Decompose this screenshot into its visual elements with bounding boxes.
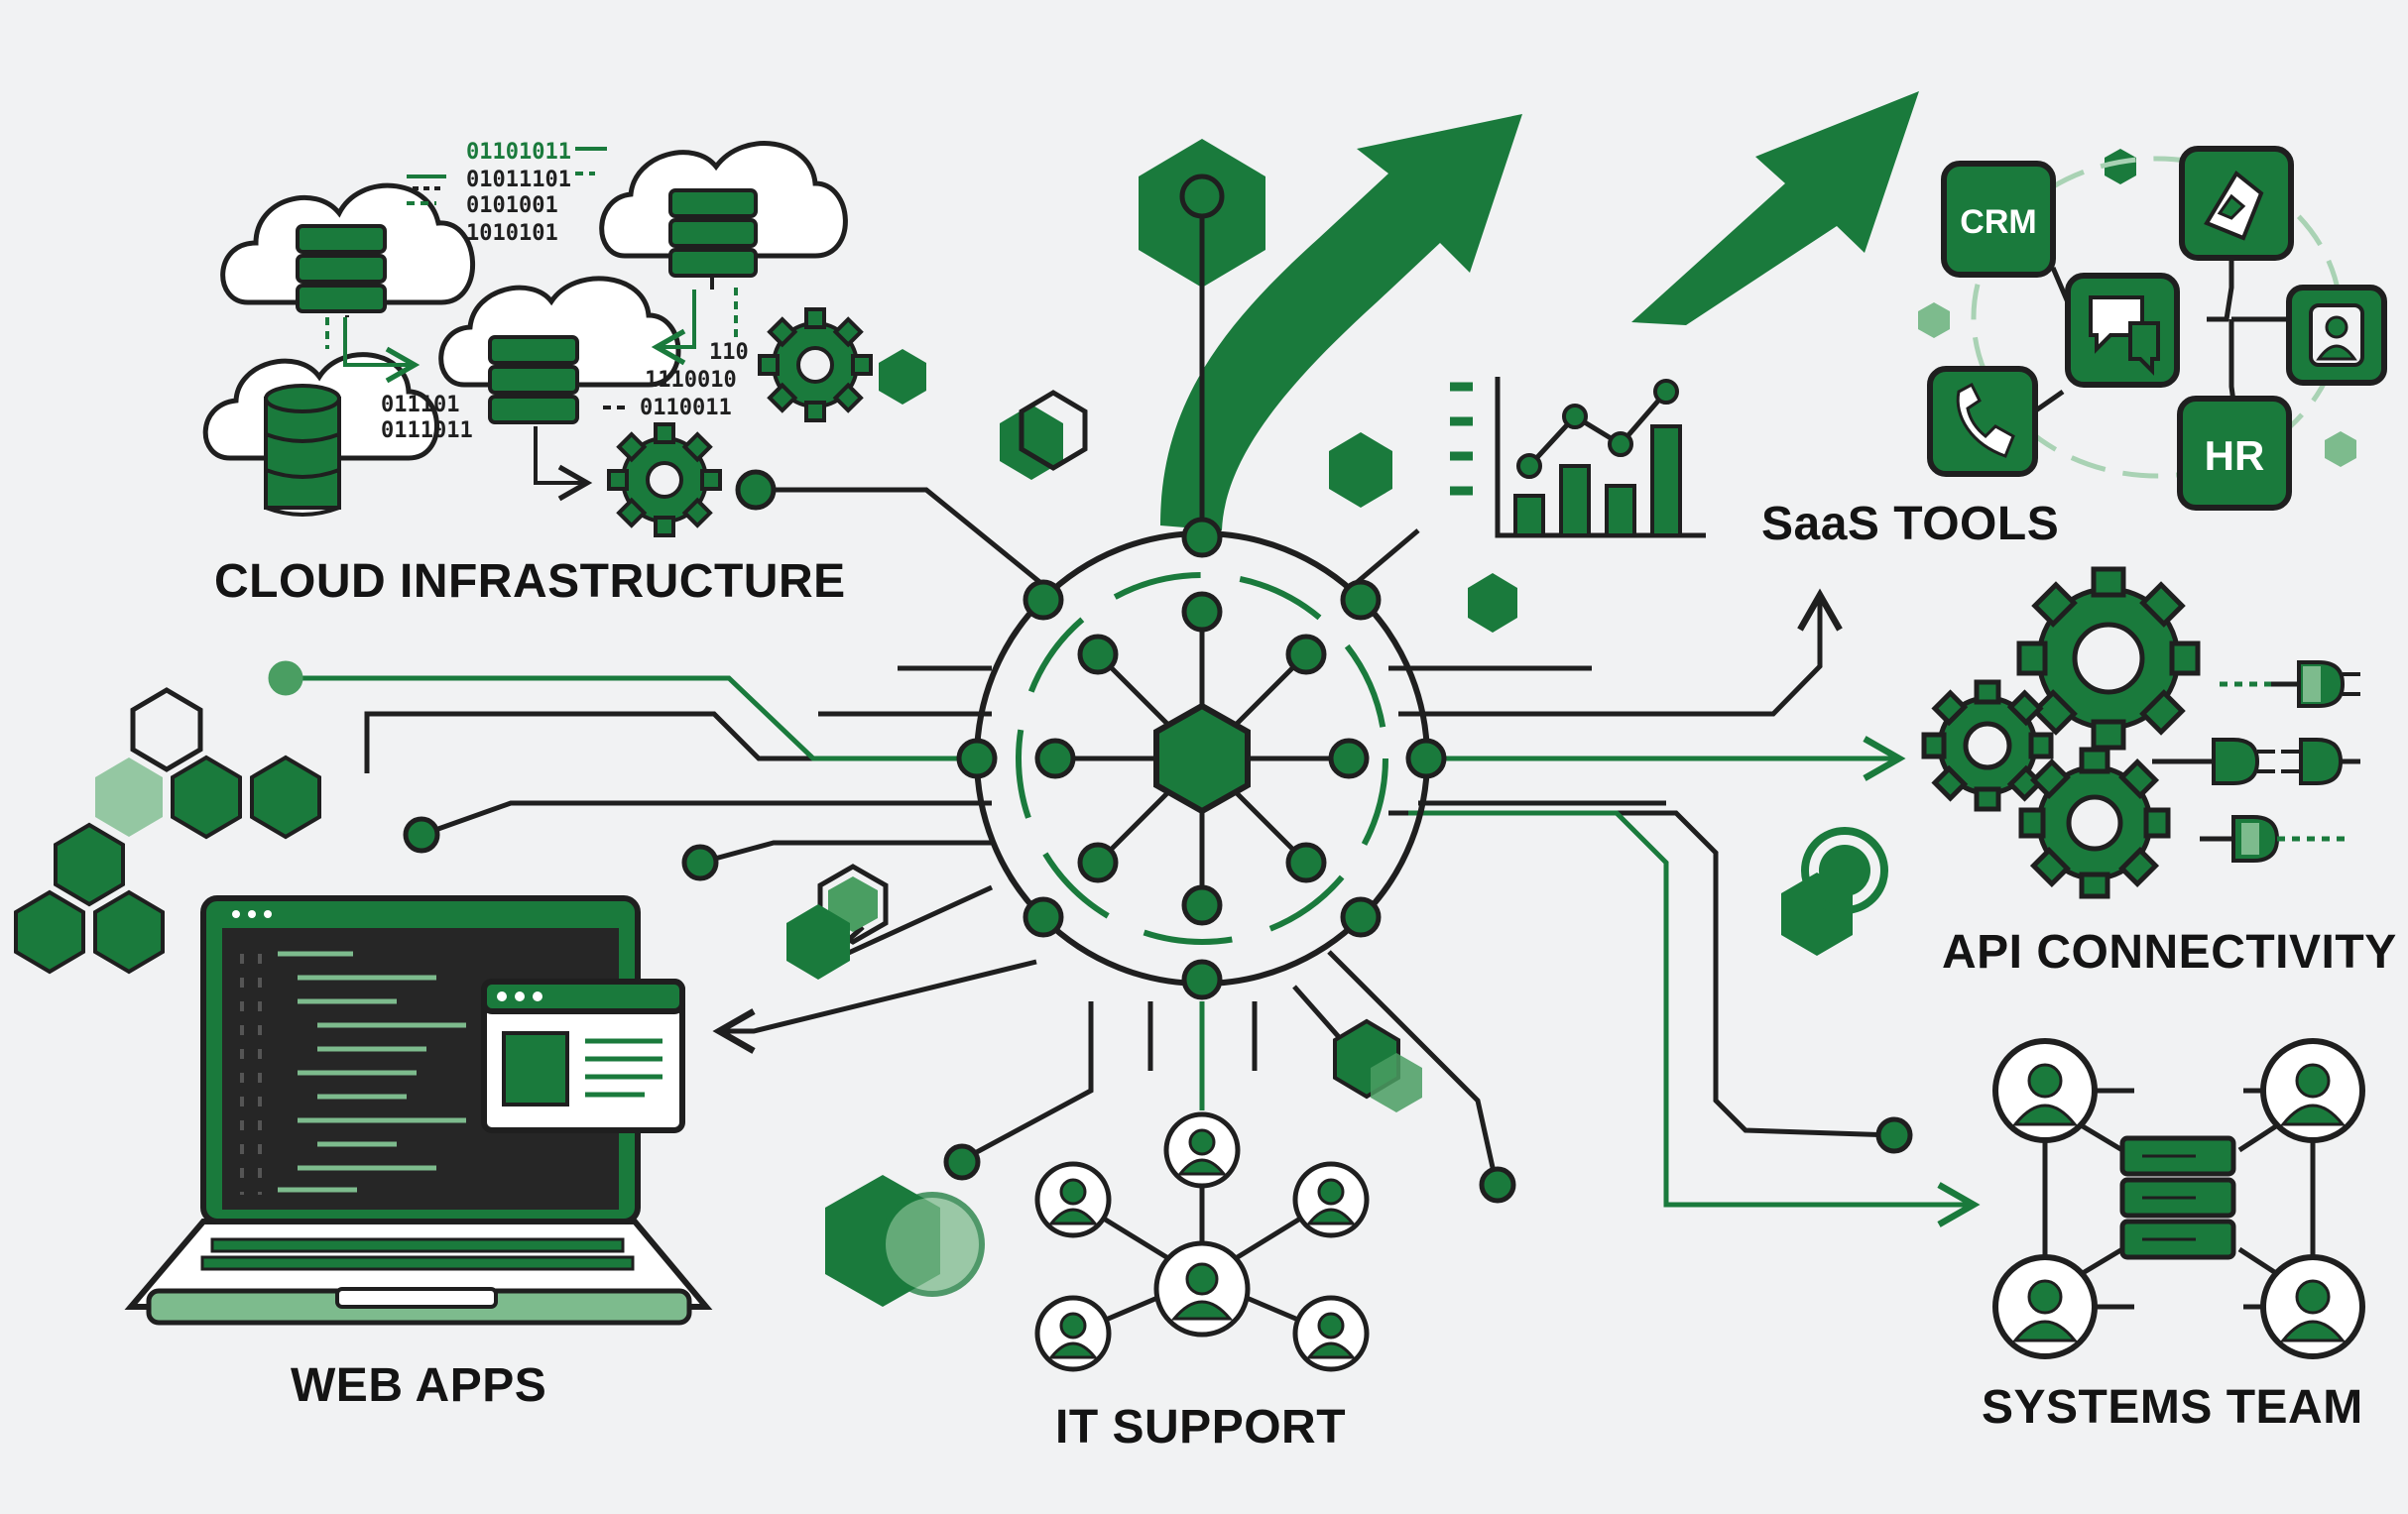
growth-arrow-left-icon [1160, 114, 1522, 530]
chat-bubbles-icon [2089, 295, 2160, 376]
gear-icon [2018, 747, 2171, 899]
person-icon [1034, 1295, 1112, 1372]
gear-icon [758, 307, 873, 422]
saas-tools-illustration: CRM HR [1927, 146, 2387, 511]
binary-line: 0101001 [466, 193, 558, 218]
plug-connector-icon [2220, 660, 2360, 708]
label-systems-team: SYSTEMS TEAM [1982, 1381, 2363, 1434]
gear-icon [1921, 679, 2054, 812]
gear-icon [607, 422, 722, 537]
binary-line: 0110011 [640, 396, 732, 420]
binary-line: 01011101 [466, 168, 571, 192]
profile-app-tile [2286, 285, 2387, 386]
person-icon [1292, 1161, 1370, 1238]
keyboard-icon [200, 1237, 635, 1271]
phone-app-tile [1927, 366, 2038, 477]
person-icon [2260, 1254, 2365, 1359]
plug-connector-icon [2200, 815, 2350, 863]
binary-line: 011101 [381, 393, 459, 417]
binary-block-right: 110 1110010 0110011 [640, 340, 749, 420]
plug-connector-icon [2152, 738, 2360, 785]
label-api-connectivity: API CONNECTIVITY [1942, 926, 2397, 979]
hub-green-traces [302, 675, 1981, 1227]
announcement-app-tile [2179, 146, 2294, 261]
binary-block-top: 01101011 01011101 0101001 1010101 [466, 140, 571, 246]
binary-block-left: 011101 0111011 [381, 393, 473, 443]
person-icon [1992, 1038, 2098, 1143]
chat-app-tile [2065, 273, 2180, 388]
systems-team-illustration [1992, 1038, 2365, 1359]
it-support-illustration [1034, 1111, 1370, 1372]
web-apps-illustration [124, 895, 713, 1326]
central-hub [268, 139, 1981, 1227]
person-icon [1163, 1111, 1241, 1189]
label-cloud-infrastructure: CLOUD INFRASTRUCTURE [214, 555, 846, 608]
server-icon [296, 224, 387, 313]
person-icon [1292, 1295, 1370, 1372]
decorative-hexagons [14, 149, 2356, 1307]
server-icon [668, 188, 758, 278]
crm-app-tile: CRM [1941, 161, 2056, 278]
trace-terminals [403, 469, 1913, 1204]
binary-line: 0111011 [381, 418, 473, 443]
hr-label: HR [2205, 432, 2265, 479]
binary-line: 1010101 [466, 221, 558, 246]
binary-line: 1110010 [645, 368, 737, 393]
code-lines [278, 951, 466, 1193]
server-rack-icon [2119, 1135, 2236, 1260]
binary-line: 01101011 [466, 140, 571, 165]
binary-line: 110 [709, 340, 749, 365]
growth-arrow-right-icon [1631, 91, 1919, 325]
person-icon [1992, 1254, 2098, 1359]
hub-nodes [956, 517, 1447, 1000]
gear-icon [2016, 566, 2201, 751]
person-icon [2260, 1038, 2365, 1143]
label-web-apps: WEB APPS [291, 1359, 547, 1412]
cloud-infrastructure-illustration: 01101011 01011101 0101001 1010101 110 11… [202, 140, 873, 537]
server-icon [488, 335, 579, 424]
person-icon [1153, 1240, 1251, 1338]
growth-arrows [1160, 91, 1919, 530]
phone-icon [1956, 382, 2015, 458]
label-saas-tools: SaaS TOOLS [1761, 498, 2060, 550]
hub-core-hexagon-icon [1153, 702, 1251, 815]
database-icon [264, 384, 341, 517]
analytics-chart-icon [1450, 377, 1706, 538]
api-connectivity-illustration [1921, 566, 2360, 899]
person-icon [1034, 1161, 1112, 1238]
hr-app-tile: HR [2177, 396, 2292, 511]
crm-label: CRM [1960, 203, 2036, 241]
label-it-support: IT SUPPORT [1055, 1401, 1347, 1454]
